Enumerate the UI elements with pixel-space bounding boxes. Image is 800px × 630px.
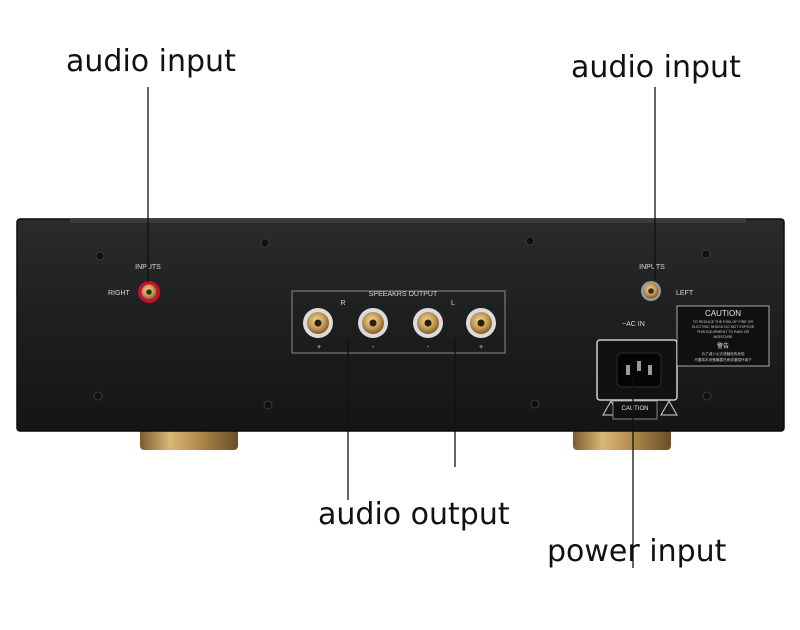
panel-top-edge [70,219,746,223]
speakers-output-label: SPEEAKRS OUTPUT [369,291,438,298]
speaker-channel-r: R [340,300,345,307]
screw [260,238,270,248]
caution-line: TO REDUCE THE RISK OF FIRE OR [693,320,754,324]
terminal-sign: - [427,344,430,351]
speaker-terminal[interactable] [413,308,443,338]
caution-line: ELECTRIC SHOCK DO NOT EXPOSE [692,325,755,329]
caution-title: CAUTION [705,309,741,318]
left-channel-label: LEFT [676,290,694,297]
screw [263,400,273,410]
rca-jack-left[interactable] [641,281,661,301]
speaker-terminal[interactable] [303,308,333,338]
speaker-output-frame [291,290,506,354]
screw [702,391,712,401]
speaker-channel-l: L [451,300,455,307]
caution-line: MOISTURE [714,335,734,339]
caution-cn-title: 警告 [717,342,729,350]
speaker-terminal[interactable] [358,308,388,338]
panel-screws [93,236,712,410]
fuse-caution-label: CAUTION [622,406,649,412]
iec-power-socket[interactable] [616,352,662,388]
caution-line: THIS EQUIPMENT TO RAIN OR [697,330,750,334]
callout-power-input: power input [547,534,727,569]
screw [93,391,103,401]
callout-right-audio-input: audio input [571,50,741,85]
callout-left-audio-input: audio input [66,44,236,79]
terminal-sign: + [479,344,483,351]
screw [525,236,535,246]
speaker-terminal[interactable] [466,308,496,338]
inputs-label-right: INPUTS [639,264,665,271]
leader-lines [147,87,656,568]
caution-cn-line: 为了减少火灾或触电的危险 [701,351,745,356]
screw [530,399,540,409]
rca-jack-right[interactable] [138,281,160,303]
screw [701,249,711,259]
callout-audio-output: audio output [318,497,510,532]
terminal-sign: + [317,344,321,351]
screw [95,251,105,261]
caution-plate: CAUTION TO REDUCE THE RISK OF FIRE OR EL… [676,305,770,367]
warning-triangle-icon [660,399,678,416]
caution-cn-line: 不要将本设备暴露在雨或潮湿环境下 [694,357,752,362]
right-channel-label: RIGHT [108,290,131,297]
terminal-sign: - [372,344,375,351]
ac-in-label: ~AC IN [622,321,645,328]
fuse-warning-strip: CAUTION [602,399,678,420]
